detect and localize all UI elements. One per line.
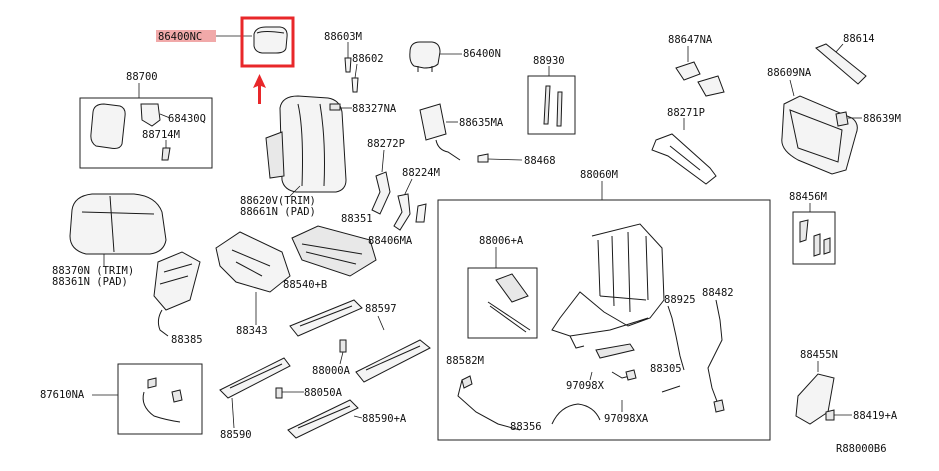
part-88635MA[interactable] (419, 103, 447, 141)
box-88060M (437, 199, 771, 441)
label-88060M[interactable]: 88060M (580, 169, 618, 181)
label-88343[interactable]: 88343 (236, 325, 268, 337)
label-88271P[interactable]: 88271P (667, 107, 705, 119)
label-86400NC[interactable]: 86400NC (158, 31, 202, 43)
label-88609NA[interactable]: 88609NA (767, 67, 812, 79)
headrest-86400NC[interactable] (253, 26, 288, 54)
label-68430Q[interactable]: 68430Q (168, 113, 206, 125)
part-88272P[interactable] (371, 171, 391, 215)
label-88540B[interactable]: 88540+B (283, 279, 327, 291)
part-88351[interactable] (291, 225, 377, 277)
label-88602[interactable]: 88602 (352, 53, 384, 65)
label-88050A[interactable]: 88050A (304, 387, 343, 399)
label-97098X[interactable]: 97098X (566, 380, 605, 392)
box-88930 (527, 75, 576, 135)
label-88925[interactable]: 88925 (664, 294, 696, 306)
label-88590A[interactable]: 88590+A (362, 413, 407, 425)
label-88700[interactable]: 88700 (126, 71, 158, 83)
label-88351[interactable]: 88351 (341, 213, 373, 225)
label-88356[interactable]: 88356 (510, 421, 542, 433)
highlight-box (240, 16, 295, 68)
label-88370N[interactable]: 88370N (TRIM) (52, 265, 134, 277)
label-88456M[interactable]: 88456M (789, 191, 827, 203)
label-88327NA[interactable]: 88327NA (352, 103, 397, 115)
box-88456M (792, 211, 836, 265)
rail-88540B[interactable] (289, 299, 363, 337)
label-88930[interactable]: 88930 (533, 55, 565, 67)
label-88468[interactable]: 88468 (524, 155, 556, 167)
box-88006A (467, 267, 538, 339)
label-88224M[interactable]: 88224M (402, 167, 440, 179)
label-97098XA[interactable]: 97098XA (604, 413, 649, 425)
part-88609NA[interactable] (781, 95, 858, 175)
label-88000A[interactable]: 88000A (312, 365, 351, 377)
label-88590[interactable]: 88590 (220, 429, 252, 441)
cushion-88370N[interactable] (69, 193, 167, 255)
highlight-label-bg (156, 30, 216, 42)
label-88385[interactable]: 88385 (171, 334, 203, 346)
label-88714M[interactable]: 88714M (142, 129, 180, 141)
label-88582M[interactable]: 88582M (446, 355, 484, 367)
label-88406MA[interactable]: 88406MA (368, 235, 413, 247)
label-88419A[interactable]: 88419+A (853, 410, 898, 422)
label-88603M[interactable]: 88603M (324, 31, 362, 43)
label-88597[interactable]: 88597 (365, 303, 397, 315)
diagram-code: R88000B6 (836, 443, 887, 455)
label-88305[interactable]: 88305 (650, 363, 682, 375)
label-88006A[interactable]: 88006+A (479, 235, 524, 247)
label-88482[interactable]: 88482 (702, 287, 734, 299)
box-87610NA (117, 363, 203, 435)
part-88700-panel[interactable] (90, 103, 126, 149)
seatback-88620V[interactable] (279, 95, 347, 193)
rail-88597[interactable] (355, 339, 431, 383)
arrow-up (253, 74, 266, 104)
part-88385[interactable] (153, 251, 201, 311)
label-88272P[interactable]: 88272P (367, 138, 405, 150)
label-88620V[interactable]: 88620V(TRIM) (240, 195, 316, 207)
rail-88590A[interactable] (287, 399, 359, 439)
label-88635MA[interactable]: 88635MA (459, 117, 504, 129)
label-86400N[interactable]: 86400N (463, 48, 501, 60)
part-88343[interactable] (215, 231, 291, 293)
label-88614[interactable]: 88614 (843, 33, 875, 45)
part-88271P[interactable] (651, 133, 717, 185)
part-88614[interactable] (815, 43, 867, 85)
label-88647NA[interactable]: 88647NA (668, 34, 713, 46)
box-88700 (79, 97, 213, 169)
label-88661N[interactable]: 88661N (PAD) (240, 206, 316, 218)
label-88361N[interactable]: 88361N (PAD) (52, 276, 128, 288)
label-88639M[interactable]: 88639M (863, 113, 901, 125)
label-88455N[interactable]: 88455N (800, 349, 838, 361)
headrest-86400N[interactable] (409, 41, 441, 69)
label-87610NA[interactable]: 87610NA (40, 389, 85, 401)
